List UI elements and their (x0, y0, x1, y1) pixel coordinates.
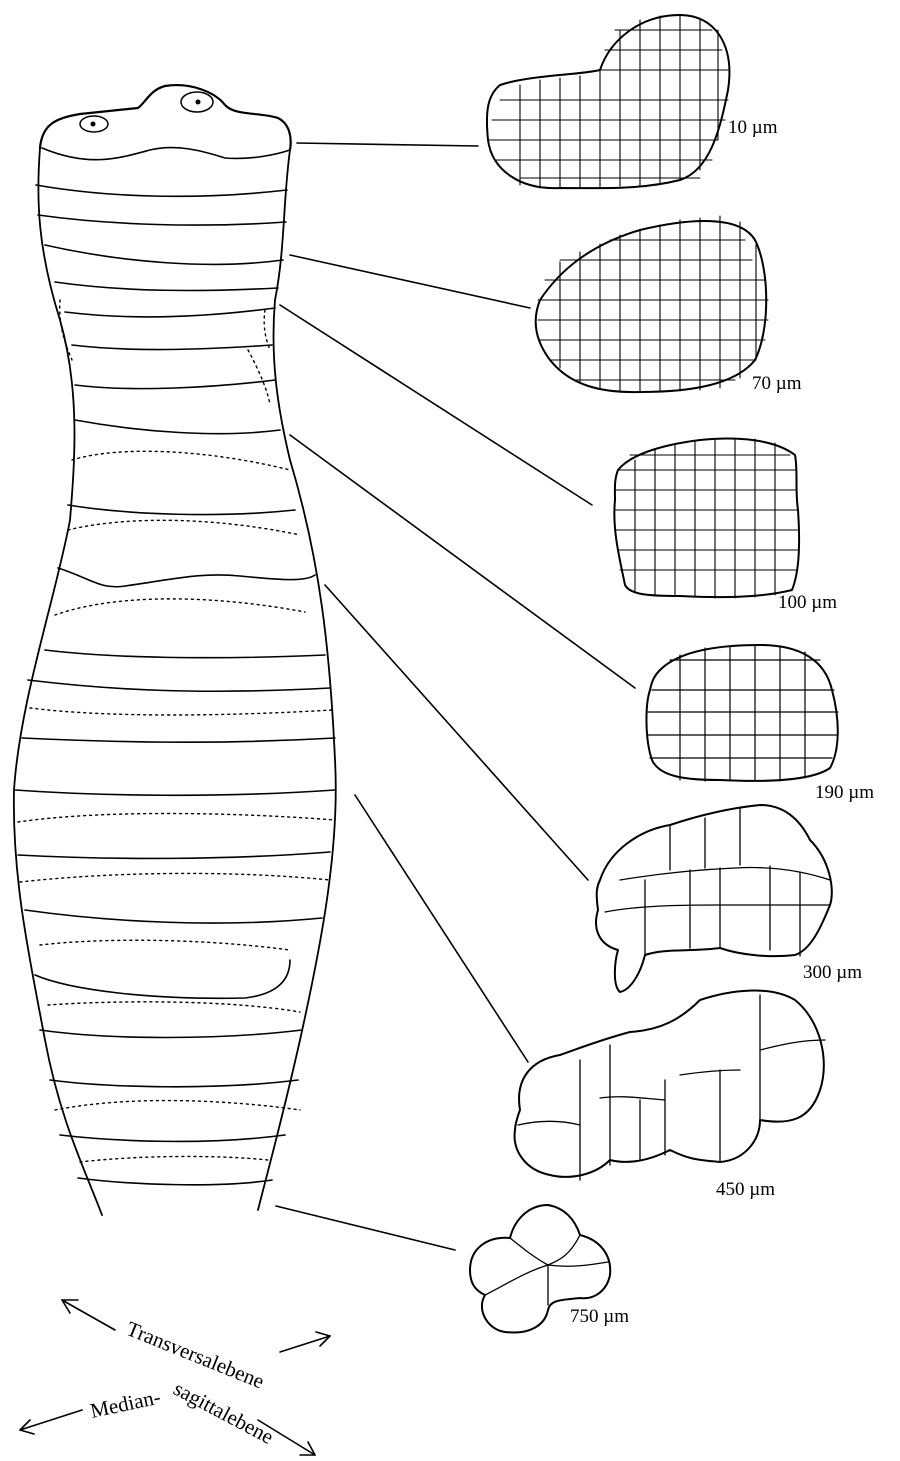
left-pupil (91, 122, 96, 127)
scale-label-10um: 10 µm (728, 117, 778, 138)
scale-label-190um: 190 µm (815, 782, 874, 803)
cross-section-300um: 300 µm (596, 805, 862, 992)
scale-label-450um: 450 µm (716, 1179, 775, 1200)
body-left-outline (14, 148, 102, 1215)
transversal-arrow-left (62, 1300, 115, 1330)
scale-label-100um: 100 µm (778, 592, 837, 613)
scale-label-300um: 300 µm (803, 962, 862, 983)
orientation-cross: Transversalebene Median- sagittalebene (20, 1300, 330, 1455)
head-outline (40, 85, 291, 150)
embryo-body (14, 85, 336, 1215)
cross-section-190um: 190 µm (646, 645, 874, 803)
head-inner-line (42, 148, 290, 160)
transversal-plane-label: Transversalebene (123, 1316, 268, 1393)
median-plane-label-part2: sagittalebene (170, 1376, 278, 1449)
cross-section-70um: 70 µm (536, 216, 802, 394)
cross-section-750um: 750 µm (470, 1205, 629, 1333)
cross-section-100um: 100 µm (614, 438, 837, 613)
cross-section-450um: 450 µm (515, 991, 825, 1200)
cross-section-10um: 10 µm (487, 15, 778, 188)
right-pupil (196, 100, 201, 105)
leader-lines (276, 143, 635, 1250)
scale-label-750um: 750 µm (570, 1306, 629, 1327)
scale-label-70um: 70 µm (752, 373, 802, 394)
median-plane-label-part1: Median- (88, 1385, 163, 1423)
